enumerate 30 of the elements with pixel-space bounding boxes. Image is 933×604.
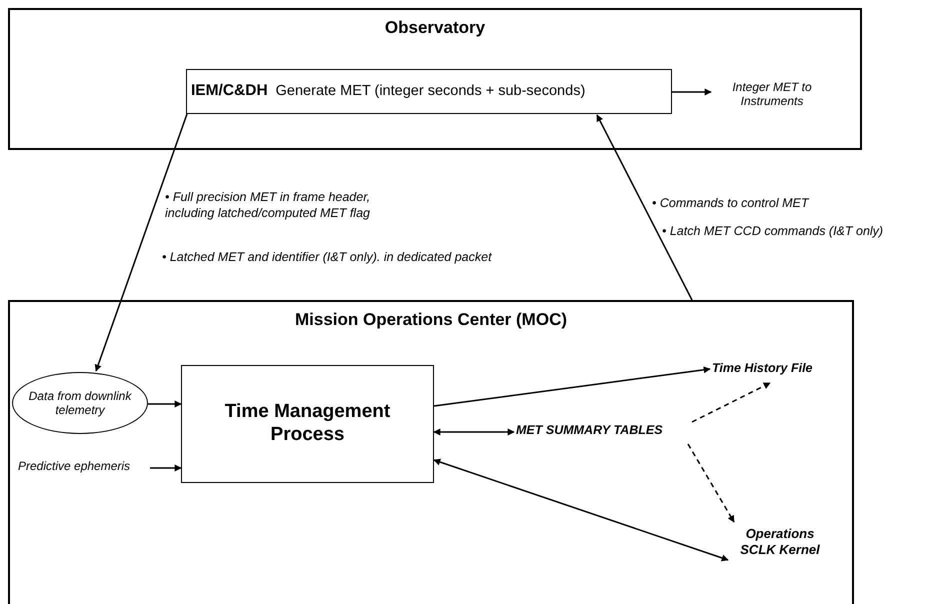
arrow [150,464,182,472]
panel-title: Mission Operations Center (MOC) [294,310,568,330]
panel-title: Observatory [384,18,486,38]
process-box [186,69,672,114]
input-ellipse [12,372,148,434]
arrow [687,444,735,523]
arrow [692,382,771,423]
arrow [148,400,182,408]
arrow [672,88,712,96]
annotation-text: • Full precision MET in frame header, including latched/computed MET flag [165,190,372,222]
process-label: Time Management Process [224,401,392,447]
input-label: Data from downlink telemetry [28,388,133,418]
annotation-text: • Latched MET and identifier (I&T only). in dedicated packet [162,250,493,266]
output-label: Integer MET to Instruments [712,80,832,109]
input-label: Predictive ephemeris [18,459,158,474]
unit-name: IEM/C&DH [191,82,268,101]
process-description: Generate MET (integer seconds + sub-seconds) [276,82,586,100]
system-panel [8,300,854,604]
output-label: Operations SCLK Kernel [730,526,830,558]
annotation-text: • Latch MET CCD commands (I&T only) [662,224,884,240]
system-panel [8,8,862,150]
annotation-text: • Commands to control MET [652,196,810,212]
arrow [433,458,729,562]
arrow [596,114,693,300]
output-label: Time History File [712,361,842,376]
arrow [434,366,711,407]
process-box [181,365,434,483]
arrow [433,428,515,436]
arrow [94,114,188,372]
data-store-label: MET SUMMARY TABLES [516,423,696,438]
